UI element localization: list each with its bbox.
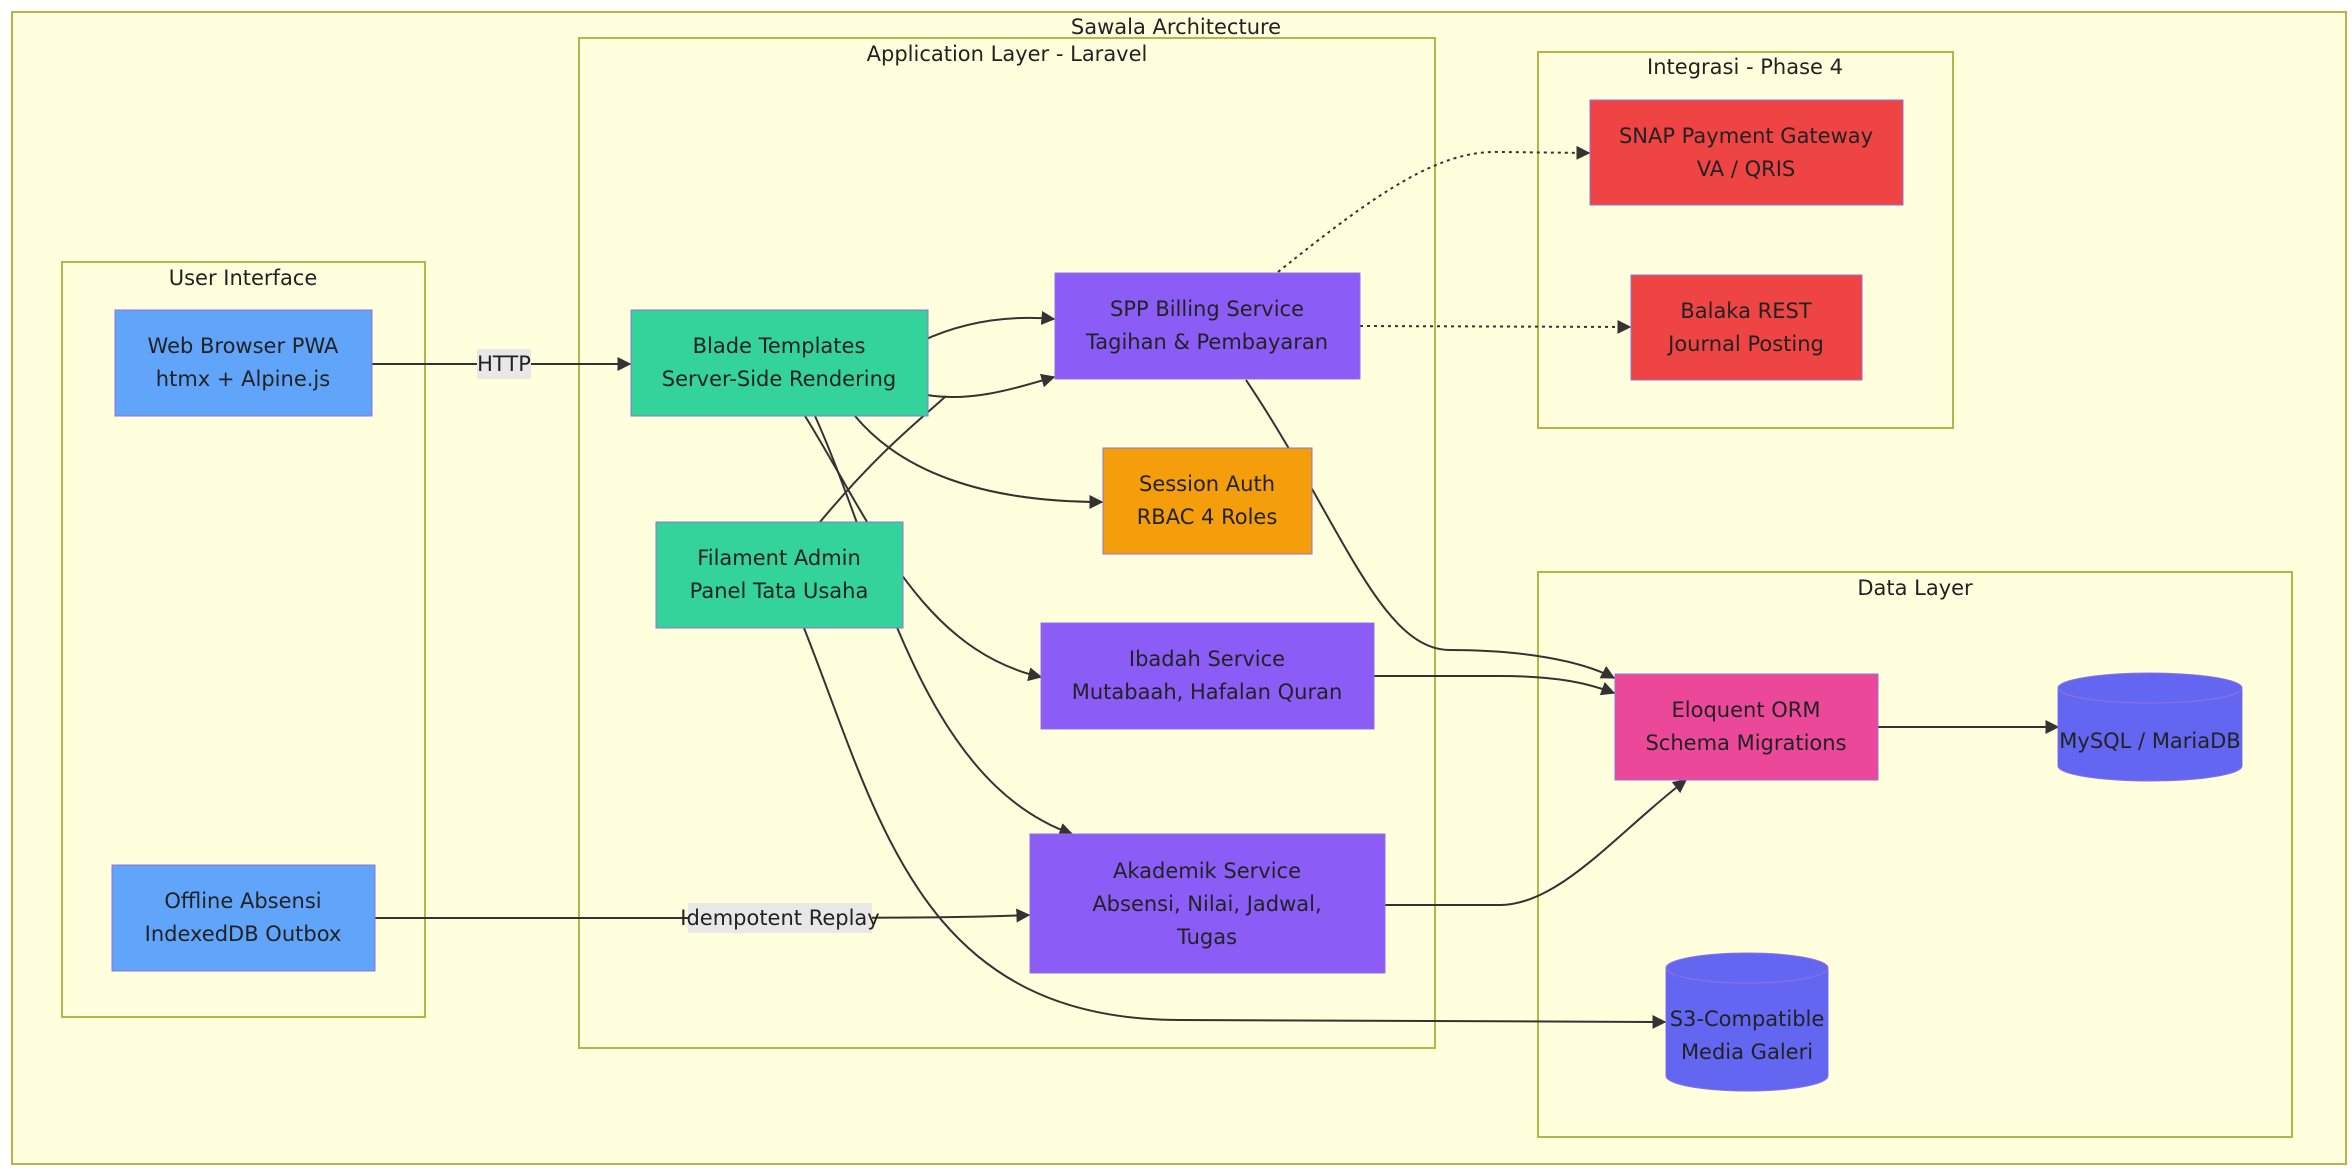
- node-snap-payment-gateway: SNAP Payment Gateway VA / QRIS: [1589, 99, 1904, 206]
- svg-text:VA / QRIS: VA / QRIS: [1697, 157, 1795, 181]
- node-ibadah-service: Ibadah Service Mutabaah, Hafalan Quran: [1040, 622, 1375, 730]
- svg-text:Eloquent ORM: Eloquent ORM: [1672, 698, 1821, 722]
- edge-blade-to-akademik: [814, 415, 1074, 837]
- cluster-title-data-layer: Data Layer: [1857, 576, 1973, 600]
- svg-text:Web Browser PWA: Web Browser PWA: [148, 334, 340, 358]
- node-eloquent-orm: Eloquent ORM Schema Migrations: [1614, 673, 1879, 781]
- svg-text:htmx + Alpine.js: htmx + Alpine.js: [156, 367, 330, 391]
- node-filament-admin: Filament Admin Panel Tata Usaha: [655, 521, 904, 629]
- edge-label-idempotent-replay: Idempotent Replay: [680, 906, 879, 930]
- svg-text:Tagihan & Pembayaran: Tagihan & Pembayaran: [1085, 330, 1328, 354]
- svg-text:Session Auth: Session Auth: [1139, 472, 1275, 496]
- svg-text:MySQL / MariaDB: MySQL / MariaDB: [2059, 729, 2240, 753]
- node-web-browser-pwa: Web Browser PWA htmx + Alpine.js: [114, 309, 373, 417]
- node-s3-compatible: S3-Compatible Media Galeri: [1665, 952, 1829, 1092]
- edge-ibadah-to-eloquent: [1373, 675, 1616, 696]
- node-offline-absensi: Offline Absensi IndexedDB Outbox: [111, 864, 376, 972]
- edge-filament-to-spp: [819, 395, 947, 523]
- svg-text:Akademik Service: Akademik Service: [1113, 859, 1301, 883]
- svg-text:Server-Side Rendering: Server-Side Rendering: [662, 367, 896, 391]
- svg-text:Balaka REST: Balaka REST: [1680, 299, 1812, 323]
- edge-blade-to-session: [854, 415, 1104, 509]
- svg-text:Blade Templates: Blade Templates: [693, 334, 866, 358]
- edge-spp-to-snap: [1277, 145, 1591, 273]
- node-akademik-service: Akademik Service Absensi, Nilai, Jadwal,…: [1029, 833, 1386, 974]
- svg-text:Journal Posting: Journal Posting: [1666, 332, 1824, 356]
- svg-text:RBAC 4 Roles: RBAC 4 Roles: [1137, 505, 1278, 529]
- svg-text:Panel Tata Usaha: Panel Tata Usaha: [690, 579, 869, 603]
- edge-label-http-bg: [477, 349, 531, 379]
- cluster-title-user-interface: User Interface: [169, 266, 318, 290]
- svg-text:Mutabaah, Hafalan Quran: Mutabaah, Hafalan Quran: [1072, 680, 1343, 704]
- diagram-title: Sawala Architecture: [1071, 15, 1281, 39]
- svg-text:SNAP Payment Gateway: SNAP Payment Gateway: [1619, 124, 1873, 148]
- node-session-auth: Session Auth RBAC 4 Roles: [1102, 447, 1313, 555]
- svg-text:Ibadah Service: Ibadah Service: [1129, 647, 1285, 671]
- node-spp-billing-service: SPP Billing Service Tagihan & Pembayaran: [1054, 272, 1361, 380]
- svg-text:IndexedDB Outbox: IndexedDB Outbox: [145, 922, 342, 946]
- node-blade-templates: Blade Templates Server-Side Rendering: [630, 309, 929, 417]
- svg-text:S3-Compatible: S3-Compatible: [1670, 1007, 1825, 1031]
- cluster-title-integrasi: Integrasi - Phase 4: [1647, 55, 1843, 79]
- cluster-data-layer: [1537, 571, 2293, 1138]
- edge-spp-to-balaka: [1359, 319, 1632, 334]
- svg-text:Media Galeri: Media Galeri: [1681, 1040, 1813, 1064]
- edge-filament-to-s3: [803, 627, 1667, 1029]
- node-balaka-rest: Balaka REST Journal Posting: [1630, 274, 1863, 381]
- svg-text:Offline Absensi: Offline Absensi: [164, 889, 321, 913]
- svg-text:Schema Migrations: Schema Migrations: [1645, 731, 1846, 755]
- svg-text:Filament Admin: Filament Admin: [697, 546, 861, 570]
- svg-text:Absensi, Nilai, Jadwal,: Absensi, Nilai, Jadwal,: [1092, 892, 1321, 916]
- cluster-title-application-layer: Application Layer - Laravel: [867, 42, 1148, 66]
- node-mysql-mariadb: MySQL / MariaDB: [2057, 672, 2243, 782]
- edge-label-replay-bg: [688, 903, 872, 933]
- svg-text:SPP Billing Service: SPP Billing Service: [1110, 297, 1304, 321]
- edge-blade-to-spp-bottom: [926, 373, 1056, 398]
- edge-akademik-to-eloquent: [1385, 779, 1688, 906]
- svg-text:Tugas: Tugas: [1176, 925, 1237, 949]
- edge-label-http: HTTP: [477, 352, 531, 376]
